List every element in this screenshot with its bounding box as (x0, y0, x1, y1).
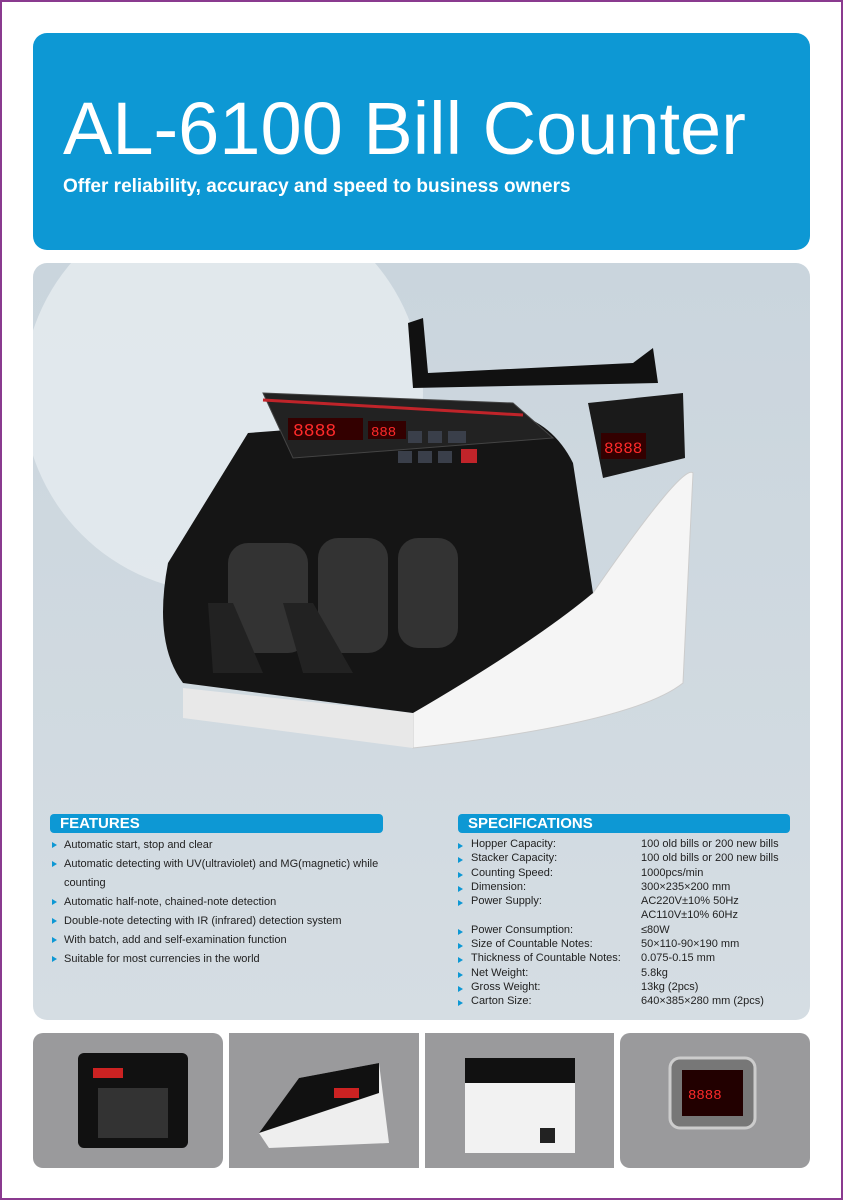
spec-label: Counting Speed: (471, 866, 553, 879)
thumbnail-front[interactable] (33, 1033, 223, 1168)
spec-row: Gross Weight: 13kg (2pcs) (456, 980, 779, 994)
main-display-text: 8888 (293, 422, 336, 442)
control-panel (262, 392, 555, 459)
page-subtitle: Offer reliability, accuracy and speed to… (63, 176, 571, 197)
spec-row: Dimension: 300×235×200 mm (456, 880, 779, 894)
feature-item: Double-note detecting with IR (infrared)… (50, 912, 390, 931)
external-display-text: 8888 (688, 1088, 722, 1104)
spec-value: 640×385×280 mm (2pcs) (641, 995, 764, 1008)
specifications-heading: SPECIFICATIONS (458, 814, 790, 833)
spec-value: 300×235×200 mm (641, 880, 731, 893)
feature-item: Automatic detecting with UV(ultraviolet)… (50, 855, 380, 893)
spec-label: Carton Size: (471, 995, 532, 1008)
features-heading: FEATURES (50, 814, 383, 833)
spec-value: ≤80W (641, 923, 670, 936)
feature-item: Automatic start, stop and clear (50, 836, 390, 855)
spec-value: 1000pcs/min (641, 866, 704, 879)
spec-value: 50×110-90×190 mm (641, 938, 740, 951)
spec-label: Hopper Capacity: (471, 838, 556, 850)
hopper (408, 318, 658, 388)
spec-value: AC110V±10% 60Hz (641, 909, 738, 922)
machine-body-white (412, 471, 694, 749)
main-display (288, 418, 363, 440)
spec-row: Stacker Capacity: 100 old bills or 200 ne… (456, 851, 779, 865)
spec-row: Thickness of Countable Notes: 0.075-0.15 … (456, 951, 779, 965)
small-display (368, 421, 406, 439)
spec-row: Counting Speed: 1000pcs/min (456, 866, 779, 880)
side-display (601, 433, 646, 459)
spec-value: AC220V±10% 50Hz (641, 895, 739, 908)
spec-label: Size of Countable Notes: (471, 938, 593, 951)
feature-item: Automatic half-note, chained-note detect… (50, 893, 390, 912)
spec-row: Power Supply: AC220V±10% 50Hz (456, 894, 779, 908)
page-title: AL-6100 Bill Counter (63, 87, 746, 170)
spec-label: Dimension: (471, 880, 527, 893)
thumbnail-back[interactable] (424, 1033, 615, 1168)
panel-buttons (398, 431, 477, 463)
thumbnail-gallery: 8888 (33, 1033, 810, 1168)
spec-row: Size of Countable Notes: 50×110-90×190 mm (456, 937, 779, 951)
spec-label: Thickness of Countable Notes: (471, 952, 621, 965)
spec-row: Power Consumption: ≤80W (456, 923, 779, 937)
product-image: 8888 888 8888 (33, 263, 694, 749)
feature-item: Suitable for most currencies in the worl… (50, 950, 390, 969)
spec-label: Power Supply: (471, 895, 542, 908)
spec-value: 13kg (2pcs) (641, 980, 699, 993)
thumbnail-side[interactable] (228, 1033, 419, 1168)
spec-value: 100 old bills or 200 new bills (641, 838, 779, 850)
side-display-text: 8888 (604, 440, 642, 458)
wheels (228, 538, 458, 653)
spec-row: Net Weight: 5.8kg (456, 966, 779, 980)
thumbnail-external-display[interactable]: 8888 (620, 1033, 810, 1168)
spec-row: Carton Size: 640×385×280 mm (2pcs) (456, 994, 779, 1008)
spec-value: 100 old bills or 200 new bills (641, 852, 779, 865)
spec-label (471, 908, 641, 922)
product-panel: 8888 888 8888 (33, 263, 810, 1020)
specifications-table: Hopper Capacity: 100 old bills or 200 new… (456, 837, 779, 1009)
spec-value: 5.8kg (641, 966, 668, 979)
features-list: Automatic start, stop and clear Automati… (50, 836, 390, 969)
spec-row: AC110V±10% 60Hz (456, 908, 779, 922)
header-banner: AL-6100 Bill Counter Offer reliability, … (33, 33, 810, 250)
spec-row: Hopper Capacity: 100 old bills or 200 new… (456, 837, 779, 851)
spec-label: Gross Weight: (471, 980, 541, 993)
spec-label: Stacker Capacity: (471, 852, 558, 865)
note-guides (208, 603, 353, 673)
machine-base (183, 688, 413, 748)
panel-red-stripe (262, 398, 524, 417)
small-display-text: 888 (371, 425, 396, 441)
feature-item: With batch, add and self-examination fun… (50, 931, 390, 950)
spec-label: Net Weight: (471, 966, 529, 979)
spec-value: 0.075-0.15 mm (641, 952, 715, 965)
spec-label: Power Consumption: (471, 923, 574, 936)
